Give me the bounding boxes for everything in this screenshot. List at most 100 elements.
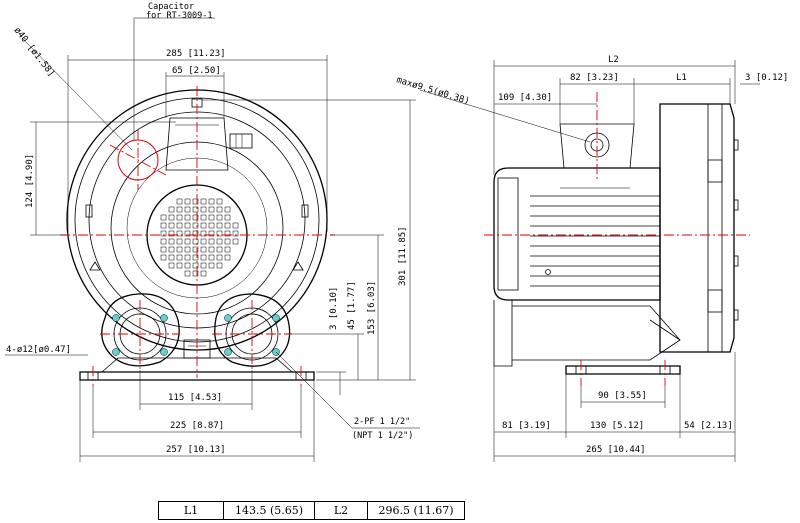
grille-slot xyxy=(168,214,175,221)
capacitor-note-line1: Capacitor xyxy=(148,2,194,12)
grille-slot xyxy=(200,246,207,253)
grille-slot xyxy=(184,254,191,261)
grille-slot xyxy=(216,254,223,261)
side-terminal-box xyxy=(559,123,635,169)
grille-slot xyxy=(184,270,191,277)
outlet-flange xyxy=(214,293,291,367)
grille-slot xyxy=(192,230,199,237)
grille-slot xyxy=(216,230,223,237)
grille-slot xyxy=(208,262,215,269)
grille-slot xyxy=(224,230,231,237)
grille-slot xyxy=(192,254,199,261)
grille-slot xyxy=(224,238,231,245)
grille-slot xyxy=(232,230,239,237)
grille-slot xyxy=(160,214,167,221)
grille-slot xyxy=(200,222,207,229)
grille-slot xyxy=(160,246,167,253)
grille-slot xyxy=(216,246,223,253)
grille-slot xyxy=(208,206,215,213)
terminal-box xyxy=(165,117,229,171)
grille-slot xyxy=(232,238,239,245)
grille-slot xyxy=(216,198,223,205)
grille-slot xyxy=(176,222,183,229)
grille-slot xyxy=(192,270,199,277)
dim-130: 130 [5.12] xyxy=(590,421,644,431)
grille-slot xyxy=(224,222,231,229)
dim-3: 3 [0.10] xyxy=(329,287,339,330)
grille-slot xyxy=(192,238,199,245)
port-note-line2: (NPT 1 1/2") xyxy=(352,431,413,441)
grille-slot xyxy=(208,222,215,229)
grille-slot xyxy=(216,214,223,221)
cable-gland xyxy=(229,133,253,149)
blower-housing-side xyxy=(659,103,735,353)
dim-285: 285 [11.23] xyxy=(166,49,226,59)
grille-slot xyxy=(192,222,199,229)
grille-slot xyxy=(160,254,167,261)
grille-slot xyxy=(176,198,183,205)
grille-slot xyxy=(200,270,207,277)
side-view: L2 L1 82 [3.23] 3 [0.12] maxø9.5(ø0.38) … xyxy=(395,55,788,462)
dim-54: 54 [2.13] xyxy=(684,421,733,431)
grille-slot xyxy=(192,246,199,253)
grille-slot xyxy=(224,214,231,221)
dim-holes: 4-ø12[ø0.47] xyxy=(6,345,71,355)
grille-slot xyxy=(168,262,175,269)
grille-slot xyxy=(224,206,231,213)
dim-115: 115 [4.53] xyxy=(168,393,222,403)
dim-265: 265 [10.44] xyxy=(586,445,646,455)
dim-257: 257 [10.13] xyxy=(166,445,226,455)
dim-45: 45 [1.77] xyxy=(347,281,357,330)
spec-l2-label: L2 xyxy=(314,501,368,520)
spec-row: L1 143.5 (5.65) L2 296.5 (11.67) xyxy=(158,501,465,520)
dim-3-right: 3 [0.12] xyxy=(745,73,788,83)
grille-slot xyxy=(168,246,175,253)
grille-slot xyxy=(168,230,175,237)
grille-slot xyxy=(200,238,207,245)
grille-slot xyxy=(160,238,167,245)
spec-l1-label: L1 xyxy=(158,501,224,520)
port-note-line1: 2-PF 1 1/2" xyxy=(354,417,410,427)
grille-slot xyxy=(176,214,183,221)
grille-slot xyxy=(216,222,223,229)
grille-slot xyxy=(184,246,191,253)
grille-slot xyxy=(200,262,207,269)
inlet-flange xyxy=(101,293,180,367)
grille-slot xyxy=(168,238,175,245)
dim-diameter-40: ø40 [ø1.58] xyxy=(12,26,57,79)
dim-153: 153 [6.03] xyxy=(367,281,377,335)
grille-slot xyxy=(224,254,231,261)
grille-slot xyxy=(216,262,223,269)
dim-max-diameter: maxø9.5(ø0.38) xyxy=(395,75,470,107)
dim-81: 81 [3.19] xyxy=(502,421,551,431)
fan-cover-grille xyxy=(160,198,239,277)
grille-slot xyxy=(192,214,199,221)
dim-L2: L2 xyxy=(608,55,619,65)
grille-slot xyxy=(176,246,183,253)
front-view: Capacitor for RT-3009-1 ø40 [ø1.58] 285 … xyxy=(5,2,420,462)
grille-slot xyxy=(176,254,183,261)
dim-124: 124 [4.90] xyxy=(25,154,35,208)
grille-slot xyxy=(160,222,167,229)
grille-slot xyxy=(208,230,215,237)
grille-slot xyxy=(184,262,191,269)
grille-slot xyxy=(208,198,215,205)
grille-slot xyxy=(200,198,207,205)
dim-65: 65 [2.50] xyxy=(172,66,221,76)
grille-slot xyxy=(168,206,175,213)
grille-slot xyxy=(192,198,199,205)
capacitor-note-line2: for RT-3009-1 xyxy=(146,11,213,21)
grille-slot xyxy=(200,214,207,221)
grille-slot xyxy=(184,222,191,229)
dim-109: 109 [4.30] xyxy=(498,93,552,103)
side-base-plate xyxy=(565,365,681,375)
grille-slot xyxy=(184,198,191,205)
grille-slot xyxy=(176,206,183,213)
spec-table: L1 143.5 (5.65) L2 296.5 (11.67) xyxy=(158,501,465,520)
grille-slot xyxy=(216,238,223,245)
grille-slot xyxy=(184,238,191,245)
spec-l2-value: 296.5 (11.67) xyxy=(367,501,465,520)
dim-225: 225 [8.87] xyxy=(170,421,224,431)
grille-slot xyxy=(200,254,207,261)
